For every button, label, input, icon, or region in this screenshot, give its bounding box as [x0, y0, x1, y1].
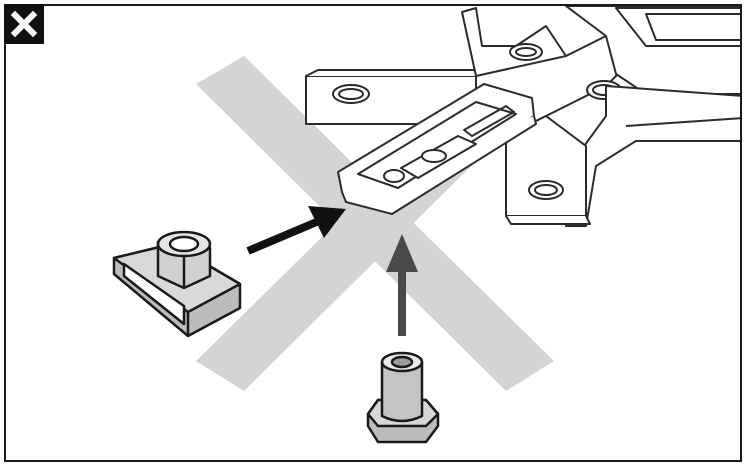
diagram-frame — [4, 4, 742, 462]
x-mark-icon — [10, 10, 38, 38]
mounting-bracket — [305, 6, 740, 227]
incorrect-badge — [4, 4, 44, 44]
insert-arrow-left — [246, 206, 346, 255]
hex-spacer — [366, 351, 440, 444]
assembly-illustration — [112, 6, 740, 444]
insert-arrow-up — [386, 234, 418, 336]
clip-nut — [112, 230, 242, 338]
